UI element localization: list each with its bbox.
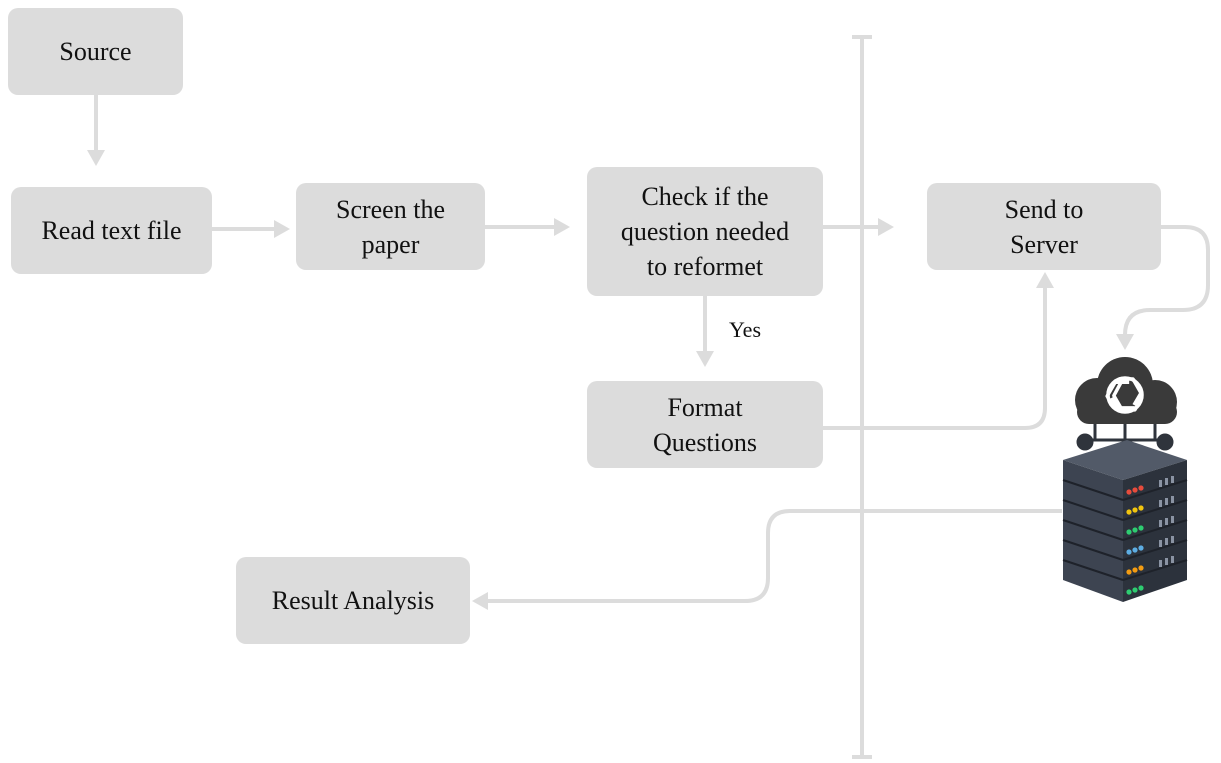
server-leds <box>1126 485 1144 595</box>
node-source: Source <box>8 8 183 95</box>
node-source-label: Source <box>59 37 132 66</box>
arrow-check-to-format <box>696 296 714 367</box>
node-read-text-file-label: Read text file <box>41 216 182 245</box>
node-result-analysis-label: Result Analysis <box>271 586 435 615</box>
server-body <box>1062 440 1188 602</box>
node-screen-paper-label: Screen the paper <box>335 194 445 259</box>
arrow-read-to-screen <box>212 220 290 238</box>
divider-line <box>852 35 872 759</box>
arrow-source-to-read <box>87 95 105 166</box>
node-result-analysis: Result Analysis <box>236 557 470 644</box>
node-format-questions: Format Questions <box>587 381 823 468</box>
edge-label-yes: Yes <box>729 317 762 342</box>
server-vents <box>1159 476 1174 567</box>
node-check-reformat-label: Check if the question needed to reformet <box>620 182 790 281</box>
node-check-reformat: Check if the question needed to reformet <box>587 167 823 296</box>
server-rack-icon <box>1062 357 1188 602</box>
arrow-server-to-result <box>472 509 1062 610</box>
node-send-to-server: Send to Server <box>927 183 1161 270</box>
openai-logo-icon <box>1105 376 1144 414</box>
node-format-questions-label: Format Questions <box>653 392 757 457</box>
node-send-to-server-label: Send to Server <box>1004 194 1084 259</box>
node-read-text-file: Read text file <box>11 187 212 274</box>
arrow-format-to-send <box>823 272 1054 430</box>
arrow-send-to-server <box>1116 225 1210 350</box>
arrow-check-to-send <box>823 218 894 236</box>
node-screen-paper: Screen the paper <box>296 183 485 270</box>
cloud-icon <box>1075 357 1177 424</box>
arrow-screen-to-check <box>485 218 570 236</box>
